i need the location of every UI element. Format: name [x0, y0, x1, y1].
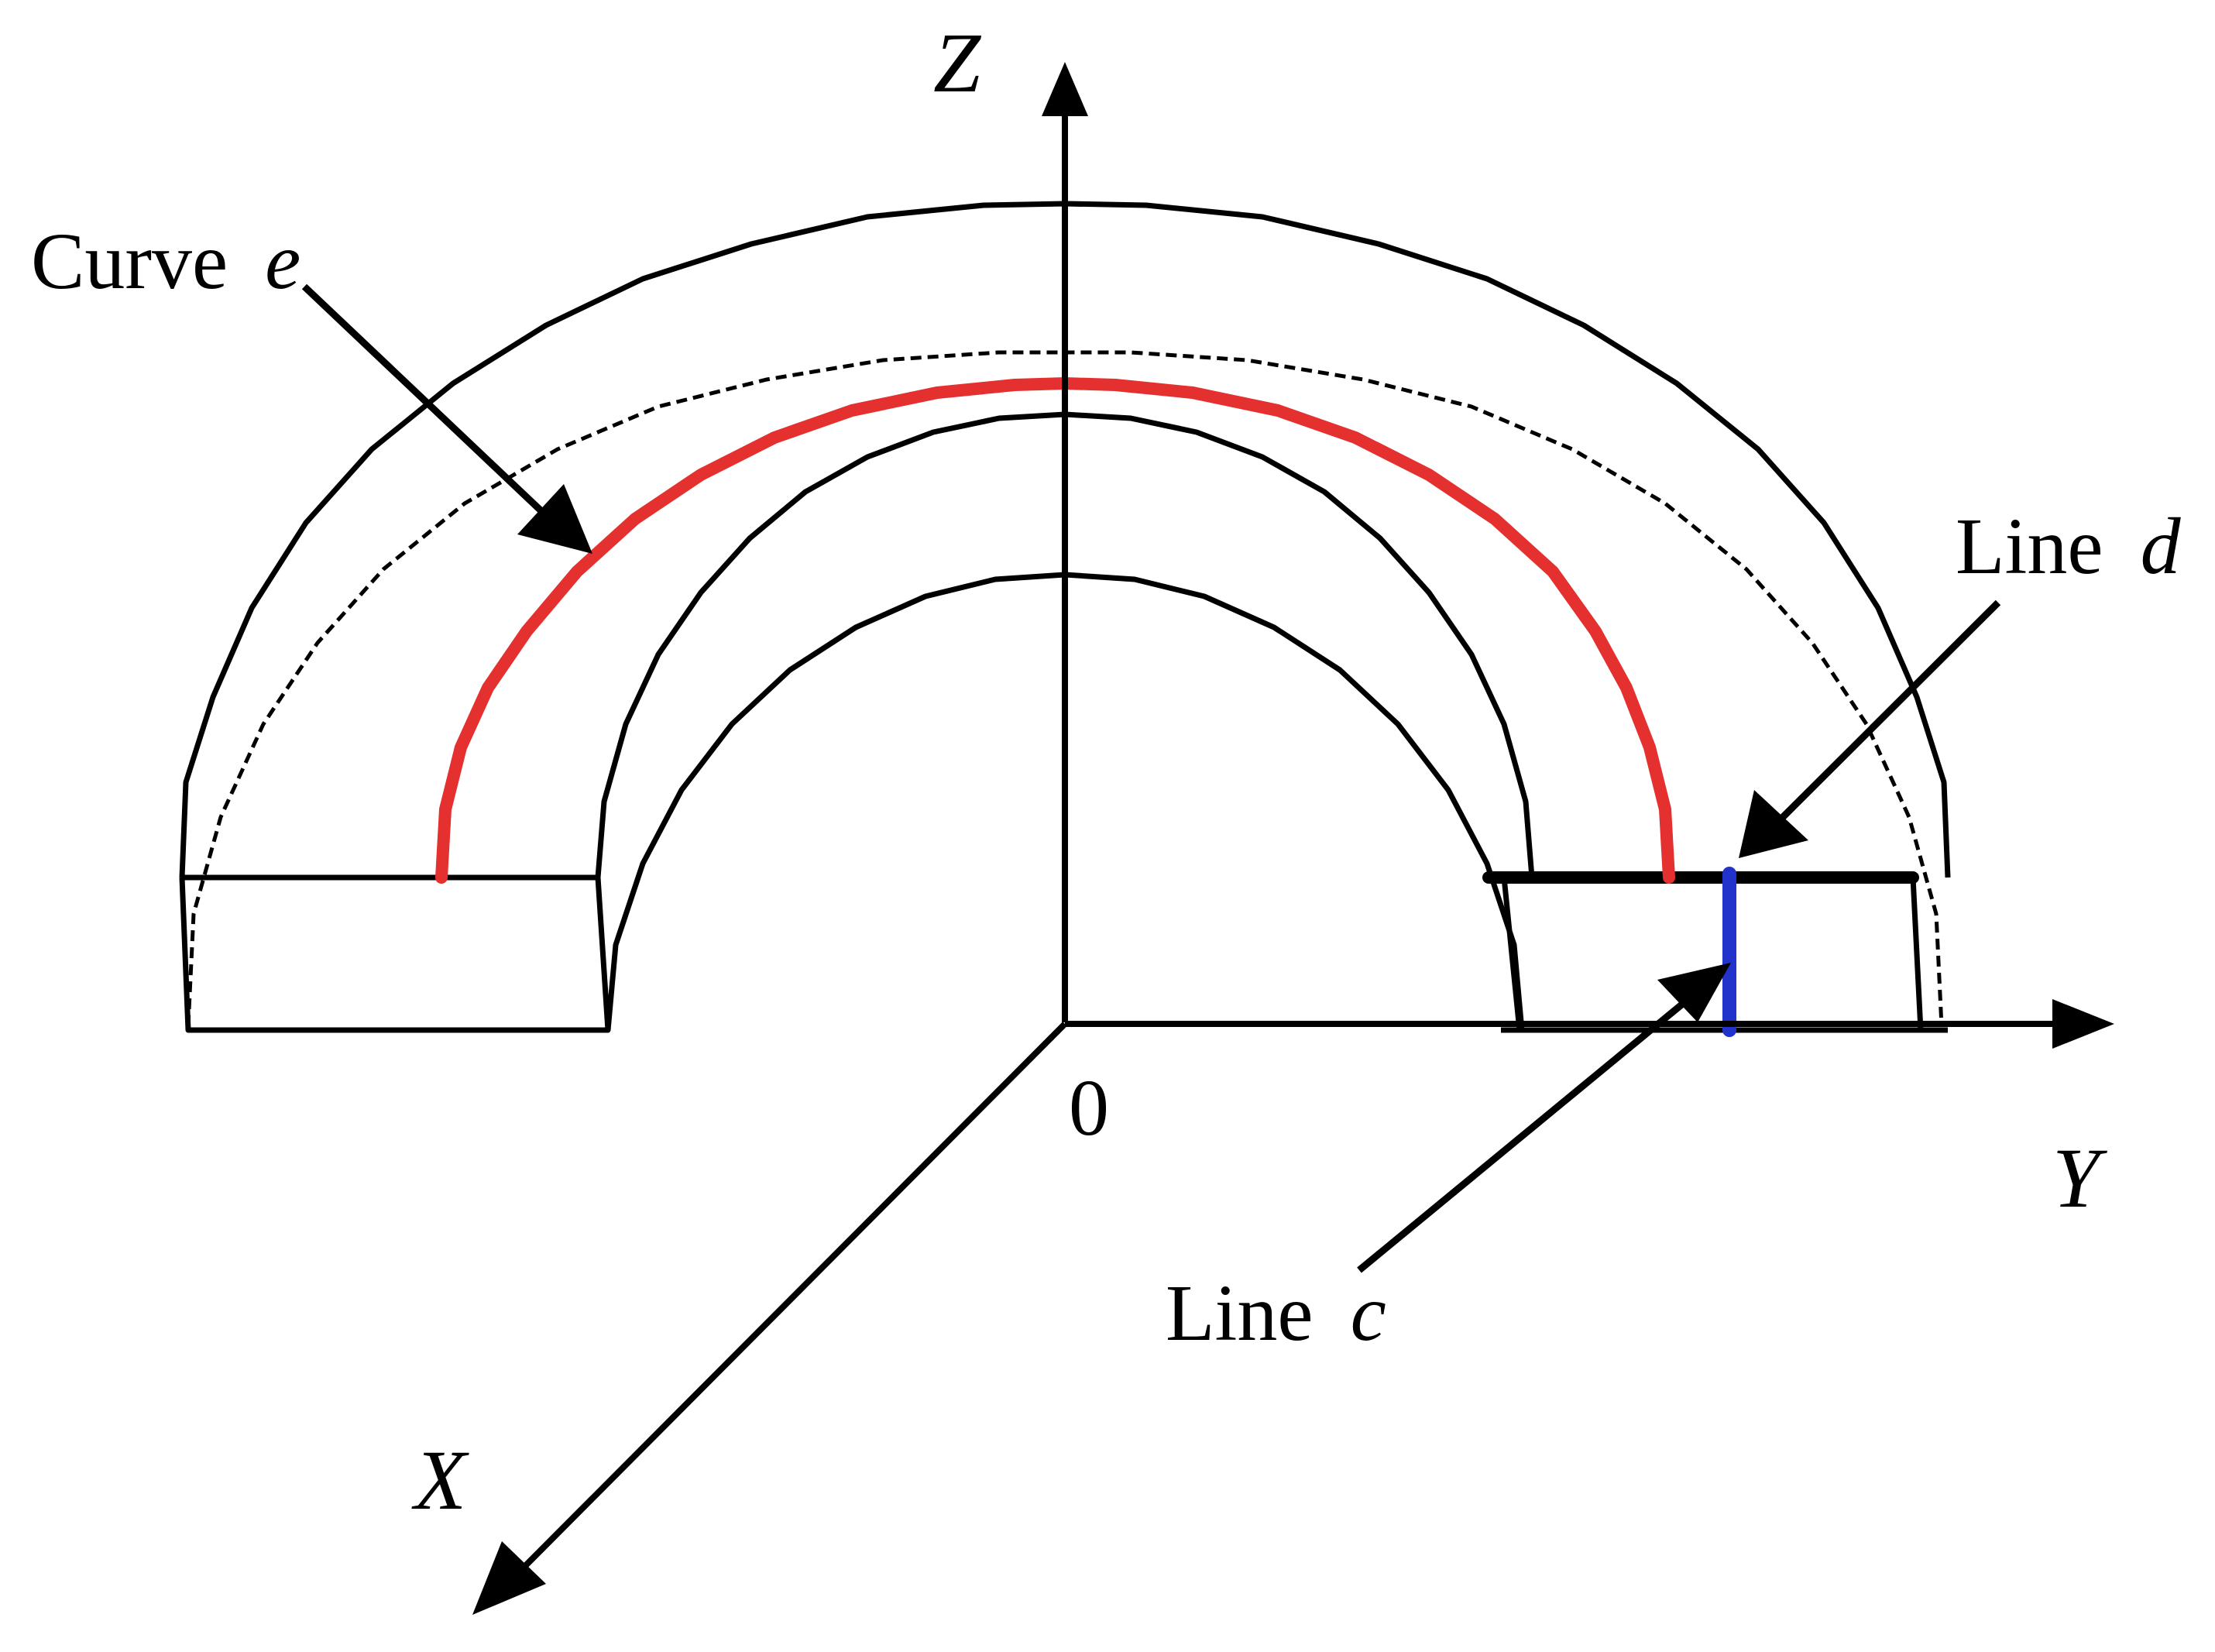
curve-e-label: Curve e — [31, 217, 300, 306]
curve-e-label-letter: e — [265, 217, 300, 306]
right-end-face-left-edge — [1501, 877, 1523, 1031]
curve-e-pointer-arrowhead — [517, 484, 592, 554]
right-end-face-right-edge — [1910, 877, 1924, 1031]
y-axis-label: Y — [2052, 1131, 2107, 1225]
line-d-label: Line d — [1956, 502, 2182, 591]
line-c-label-word: Line — [1166, 1269, 1314, 1358]
left-end-face — [179, 874, 611, 1033]
line-c-pointer — [1357, 996, 1691, 1273]
y-axis-arrowhead — [2052, 999, 2114, 1049]
origin-label: 0 — [1069, 1063, 1109, 1152]
line-d-label-word: Line — [1956, 502, 2103, 591]
x-axis-arrowhead — [472, 1541, 546, 1615]
x-axis-label: X — [411, 1433, 469, 1527]
line-d-pointer — [1774, 599, 2001, 826]
z-axis-arrowhead — [1042, 62, 1088, 116]
line-c-label: Line c — [1166, 1269, 1386, 1358]
curve-e-label-word: Curve — [31, 217, 228, 306]
line-c-label-letter: c — [1351, 1269, 1386, 1358]
z-axis-label: Z — [933, 15, 982, 110]
line-d-pointer-arrowhead — [1739, 790, 1808, 858]
curve-e-pointer — [301, 283, 557, 526]
line-c-pointer-arrowhead — [1657, 963, 1731, 1022]
line-d-label-letter: d — [2141, 502, 2182, 591]
x-axis — [517, 1022, 1067, 1575]
curve-e — [435, 377, 1675, 884]
